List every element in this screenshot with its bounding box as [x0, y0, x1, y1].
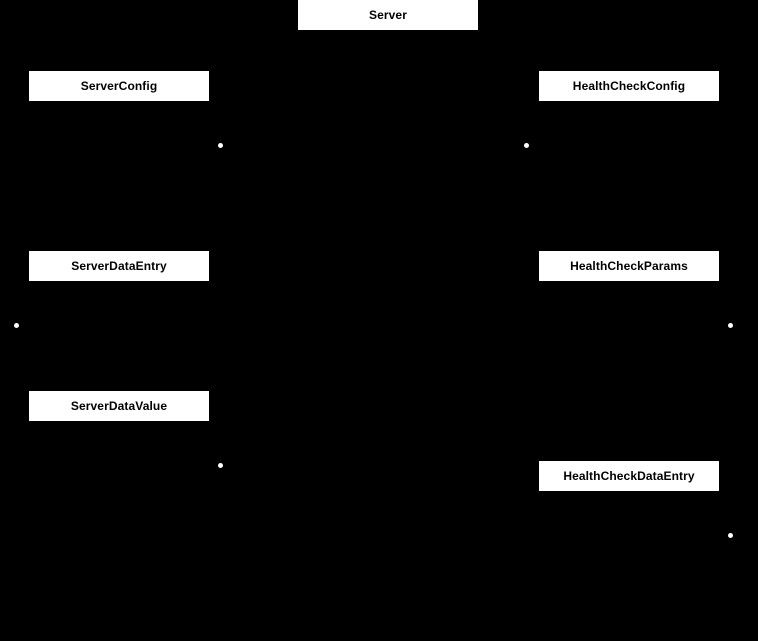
node-label: ServerDataEntry [71, 259, 167, 273]
node-health-check-params[interactable]: HealthCheckParams [539, 251, 719, 281]
edge-marker-dot [727, 322, 733, 328]
node-server-data-entry[interactable]: ServerDataEntry [29, 251, 209, 281]
node-server[interactable]: Server [298, 0, 478, 30]
edge-marker-dot [13, 322, 19, 328]
node-server-config[interactable]: ServerConfig [29, 71, 209, 101]
edge-marker-dot [217, 142, 223, 148]
node-label: HealthCheckConfig [572, 79, 686, 93]
node-label: ServerDataValue [70, 399, 168, 413]
edge-marker-dot [727, 532, 733, 538]
node-label: Server [369, 8, 407, 22]
node-label: ServerConfig [80, 79, 158, 93]
node-server-data-value[interactable]: ServerDataValue [29, 391, 209, 421]
edge-marker-dot [523, 142, 529, 148]
node-label: HealthCheckDataEntry [563, 469, 695, 483]
edge-marker-dot [217, 462, 223, 468]
node-label: HealthCheckParams [570, 259, 688, 273]
node-health-check-config[interactable]: HealthCheckConfig [539, 71, 719, 101]
node-health-check-data-entry[interactable]: HealthCheckDataEntry [539, 461, 719, 491]
